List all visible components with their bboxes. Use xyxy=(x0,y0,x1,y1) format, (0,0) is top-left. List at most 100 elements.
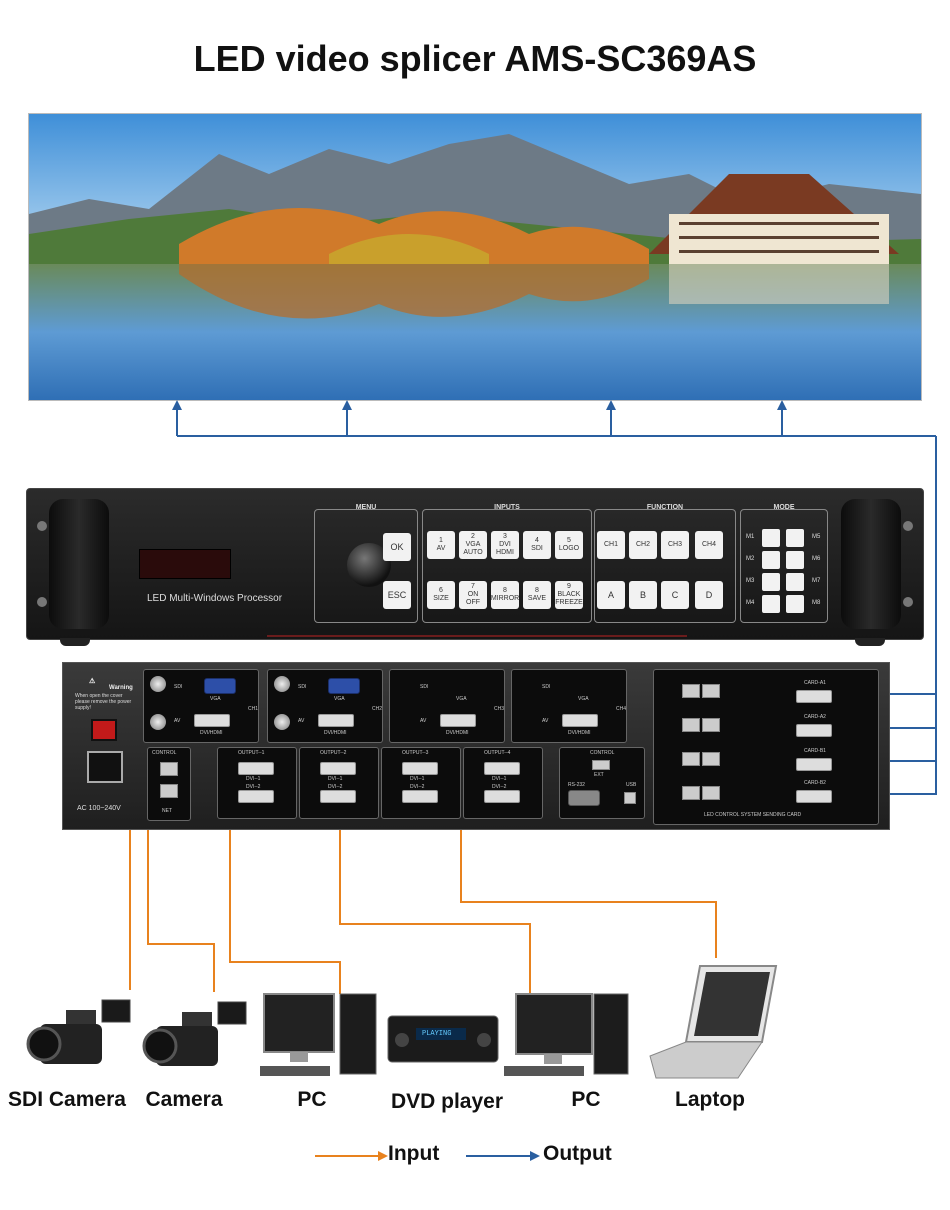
ch4-key[interactable]: CH4 xyxy=(695,531,723,559)
sdi-port[interactable] xyxy=(274,676,290,692)
sdi-label: SDI xyxy=(298,684,307,690)
net-label: NET xyxy=(162,808,172,814)
vga-label: VGA xyxy=(578,696,589,702)
mode-key[interactable] xyxy=(762,573,780,591)
mode-key[interactable] xyxy=(786,595,804,613)
sdi-label: SDI xyxy=(174,684,183,690)
mode-key[interactable] xyxy=(786,551,804,569)
card-net-port[interactable] xyxy=(702,684,720,698)
vga-auto-key[interactable]: 2 VGA AUTO xyxy=(459,531,487,559)
mode-key[interactable] xyxy=(786,573,804,591)
card-dvi-port[interactable] xyxy=(796,690,832,703)
av-port[interactable] xyxy=(274,714,290,730)
legend-output: Output xyxy=(543,1142,612,1165)
dvi-port[interactable] xyxy=(318,714,354,727)
dvi-port[interactable] xyxy=(484,790,520,803)
card-net-port[interactable] xyxy=(682,684,700,698)
mode-label: M8 xyxy=(812,600,821,606)
card-net-port[interactable] xyxy=(702,718,720,732)
channel-label: CH3 xyxy=(494,706,505,712)
save-key[interactable]: 8 SAVE xyxy=(523,581,551,609)
dvi-port[interactable] xyxy=(484,762,520,775)
esc-button[interactable]: ESC xyxy=(383,581,411,609)
channel-label: CH1 xyxy=(248,706,259,712)
output-label: OUTPUT--4 xyxy=(484,750,511,756)
dvi-port[interactable] xyxy=(440,714,476,727)
av-label: AV xyxy=(174,718,181,724)
usb-port[interactable] xyxy=(624,792,636,804)
card-net-port[interactable] xyxy=(702,786,720,800)
rs232-port[interactable] xyxy=(568,790,600,806)
input-slot-ch3: SDI AV VGA DVI/HDMI CH3 xyxy=(389,669,505,743)
on-off-key[interactable]: 7 ON OFF xyxy=(459,581,487,609)
card-net-port[interactable] xyxy=(702,752,720,766)
device-label: PC xyxy=(571,1088,601,1111)
ch1-key[interactable]: CH1 xyxy=(597,531,625,559)
card-net-port[interactable] xyxy=(682,786,700,800)
warning-title: Warning xyxy=(109,685,133,691)
dvd-display-text: PLAYING xyxy=(422,1030,452,1038)
mode-key[interactable] xyxy=(786,529,804,547)
dvi-port[interactable] xyxy=(320,762,356,775)
ch3-key[interactable]: CH3 xyxy=(661,531,689,559)
mode-label: M4 xyxy=(746,600,755,606)
power-switch[interactable] xyxy=(91,719,117,741)
a-key[interactable]: A xyxy=(597,581,625,609)
left-handle xyxy=(49,499,109,629)
net-port[interactable] xyxy=(160,784,178,798)
sdi-port[interactable] xyxy=(150,676,166,692)
dvi-label: DVI/HDMI xyxy=(568,730,591,736)
card-label: CARD-B2 xyxy=(804,780,826,786)
card-dvi-port[interactable] xyxy=(796,790,832,803)
control-label: CONTROL xyxy=(152,750,177,756)
mode-label: M6 xyxy=(812,556,821,562)
mode-key[interactable] xyxy=(762,551,780,569)
mode-key[interactable] xyxy=(762,595,780,613)
dvi-label: DVI--2 xyxy=(328,784,343,790)
card-net-port[interactable] xyxy=(682,752,700,766)
black-freeze-key[interactable]: 9 BLACK FREEZE xyxy=(555,581,583,609)
dvi-port[interactable] xyxy=(402,790,438,803)
av-key[interactable]: 1 AV xyxy=(427,531,455,559)
card-label: CARD-A1 xyxy=(804,680,826,686)
ok-button[interactable]: OK xyxy=(383,533,411,561)
net-port[interactable] xyxy=(160,762,178,776)
dvi-port[interactable] xyxy=(562,714,598,727)
output-label: OUTPUT--3 xyxy=(402,750,429,756)
vga-port[interactable] xyxy=(204,678,236,694)
power-socket[interactable] xyxy=(87,751,123,783)
d-key[interactable]: D xyxy=(695,581,723,609)
sdi-key[interactable]: 4 SDI xyxy=(523,531,551,559)
card-net-port[interactable] xyxy=(682,718,700,732)
dvi-hdmi-key[interactable]: 3 DVI HDMI xyxy=(491,531,519,559)
page-title: LED video splicer AMS-SC369AS xyxy=(193,38,757,79)
c-key[interactable]: C xyxy=(661,581,689,609)
vga-label: VGA xyxy=(334,696,345,702)
dvi-port[interactable] xyxy=(402,762,438,775)
ch2-key[interactable]: CH2 xyxy=(629,531,657,559)
dvi-port[interactable] xyxy=(238,790,274,803)
sdi-camera-icon xyxy=(26,990,138,1085)
dvi-port[interactable] xyxy=(320,790,356,803)
dvi-port[interactable] xyxy=(194,714,230,727)
size-key[interactable]: 6 SIZE xyxy=(427,581,455,609)
logo-key[interactable]: 5 LOGO xyxy=(555,531,583,559)
vga-port[interactable] xyxy=(328,678,360,694)
mode-key[interactable] xyxy=(762,529,780,547)
b-key[interactable]: B xyxy=(629,581,657,609)
legend-input: Input xyxy=(388,1142,440,1165)
mirror-key[interactable]: 8 MIRROR xyxy=(491,581,519,609)
card-dvi-port[interactable] xyxy=(796,724,832,737)
mode-label: M5 xyxy=(812,534,821,540)
sdi-label: SDI xyxy=(420,684,429,690)
warning-icon: ⚠ xyxy=(89,678,96,685)
dvi-label: DVI/HDMI xyxy=(446,730,469,736)
output-label: OUTPUT--2 xyxy=(320,750,347,756)
ext-label: EXT xyxy=(594,772,604,778)
ext-port[interactable] xyxy=(592,760,610,770)
av-port[interactable] xyxy=(150,714,166,730)
card-dvi-port[interactable] xyxy=(796,758,832,771)
mode-label: M3 xyxy=(746,578,755,584)
pc-icon xyxy=(500,990,630,1087)
dvi-port[interactable] xyxy=(238,762,274,775)
